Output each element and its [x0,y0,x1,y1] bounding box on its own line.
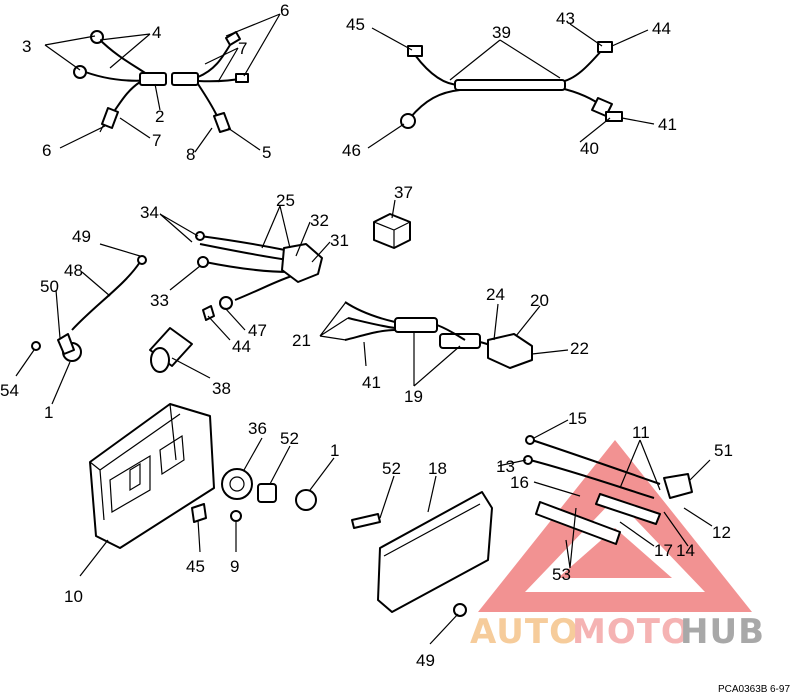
cover-plate-18 [351,491,493,617]
callout-47: 49 [72,227,91,246]
callout-21: 21 [292,331,311,350]
callout-37: 40 [580,139,599,158]
callout-7: 7 [152,131,161,150]
callout-4: 4 [152,23,161,42]
callout-5: 5 [262,143,271,162]
callout-6: 6 [42,141,51,160]
callout-1: 1 [44,403,53,422]
figure-code-id: PCA0363B [718,684,768,695]
callout-17: 17 [654,541,673,560]
callout-43: 47 [248,321,267,340]
watermark-moto: MOTO [572,612,691,652]
watermark-logo: AUTO MOTO HUB [470,440,765,652]
power-pack-10 [89,403,317,549]
coupler-35 [149,296,233,373]
callout-15: 15 [568,409,587,428]
callout-20: 20 [530,291,549,310]
callout-34: 37 [394,183,413,202]
callout-48: 50 [40,277,59,296]
callout-30: 32 [310,211,329,230]
watermark-auto: AUTO [470,612,579,652]
callout-1-right: 1 [330,441,339,460]
callout-35: 38 [212,379,231,398]
sensor-group-right [523,435,693,545]
callout-6-top: 6 [280,1,289,20]
callout-12: 12 [712,523,731,542]
callout-53: 53 [552,565,571,584]
wire-47-48 [31,255,147,362]
watermark-triangle-inner [558,528,672,578]
callout-54: 54 [0,381,19,400]
callout-8: 8 [186,145,195,164]
callout-7-top: 7 [238,39,247,58]
callout-25: 25 [276,191,295,210]
callout-9: 9 [230,557,239,576]
callout-52: 52 [382,459,401,478]
callout-46: 48 [64,261,83,280]
leader-lines [15,13,713,645]
callout-32: 34 [140,203,159,222]
harness-middle [195,231,323,301]
callout-36: 39 [492,23,511,42]
callout-19: 19 [404,387,423,406]
callout-42: 46 [342,141,361,160]
harness-lower [344,301,533,369]
callout-3: 3 [22,37,31,56]
callout-10: 10 [64,587,83,606]
callout-51: 51 [714,441,733,460]
callout-50: 52 [280,429,299,448]
callout-11: 11 [632,423,650,442]
callout-2: 2 [155,107,164,126]
figure-code-date: 6-97 [770,684,790,695]
callout-40: 44 [652,19,671,38]
callout-39: 43 [556,9,575,28]
callout-45: 45 [186,557,205,576]
callout-44: 44 [232,337,251,356]
callout-28: 31 [330,231,349,250]
figure-code: PCA0363B 6-97 [718,684,790,695]
callout-22: 22 [570,339,589,358]
callout-labels: 3 4 2 6 7 6 7 8 5 45 39 43 44 46 40 41 3… [0,1,733,670]
callout-33: 36 [248,419,267,438]
callout-49: 49 [416,651,435,670]
harness-right-top [400,41,623,129]
harness-left-top [73,30,249,133]
callout-41: 45 [346,15,365,34]
watermark-hub: HUB [680,612,765,652]
callout-31: 33 [150,291,169,310]
callout-24: 24 [486,285,505,304]
callout-38: 41 [362,373,381,392]
callout-16: 16 [510,473,529,492]
relay-34 [373,213,411,249]
callout-13: 13 [496,457,515,476]
callout-18: 18 [428,459,447,478]
callout-38-top: 41 [658,115,677,134]
callout-14: 14 [676,541,695,560]
